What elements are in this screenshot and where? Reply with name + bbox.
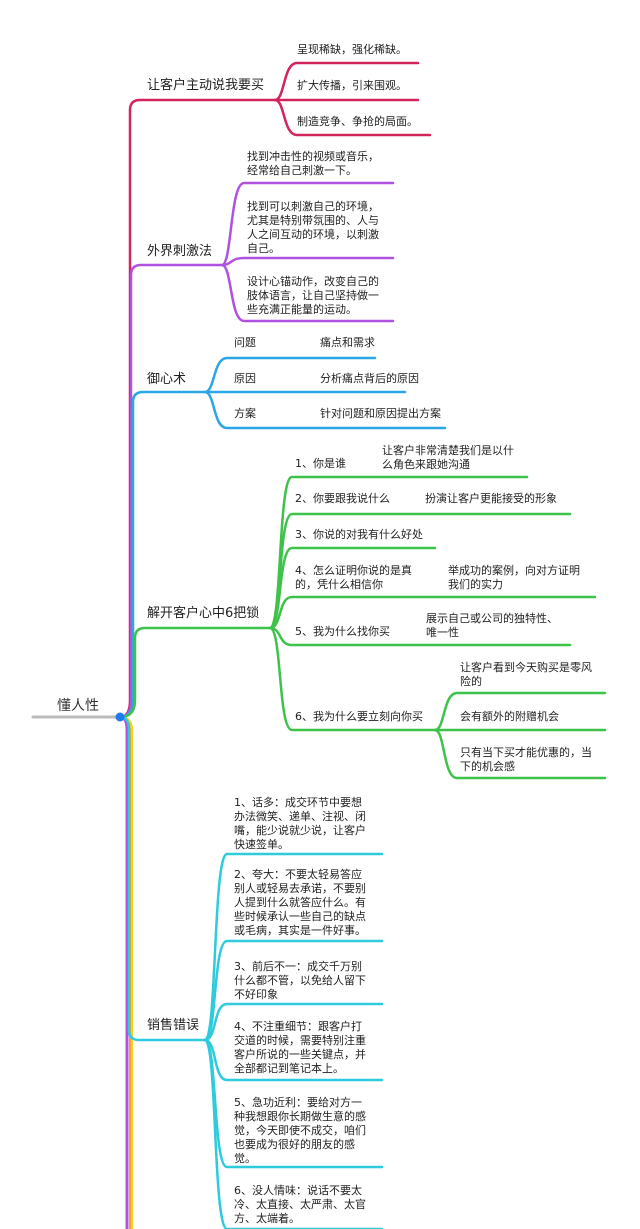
- leaf-node[interactable]: 找到冲击性的视频或音乐， 经常给自己刺激一下。: [247, 150, 379, 177]
- sub-node[interactable]: 4、怎么证明你说的是真 的，凭什么相信你: [295, 564, 412, 591]
- leaf-node[interactable]: 分析痛点背后的原因: [320, 372, 419, 385]
- sub-node[interactable]: 3、你说的对我有什么好处: [295, 528, 423, 541]
- leaf-node[interactable]: 找到可以刺激自己的环境， 尤其是特别带氛围的、人与 人之间互动的环境，以刺激 自…: [247, 200, 379, 255]
- sub-node[interactable]: 6、我为什么要立刻向你买: [295, 710, 423, 723]
- leaf-node[interactable]: 让客户非常清楚我们是以什 么角色来跟她沟通: [382, 444, 514, 471]
- leaf-node[interactable]: 呈现稀缺，强化稀缺。: [297, 43, 407, 56]
- leaf-node[interactable]: 制造竞争、争抢的局面。: [297, 115, 418, 128]
- leaf-node[interactable]: 4、不注重细节：跟客户打 交道的时候，需要特别注重 客户所说的一些关键点，并 全…: [234, 1020, 366, 1075]
- branch-cyan-connectors: [118, 715, 384, 1229]
- leaf-node[interactable]: 3、前后不一：成交千万别 什么都不管，以免给人留下 不好印象: [234, 960, 366, 1001]
- leaf-node[interactable]: 让客户看到今天购买是零风 险的: [460, 661, 592, 688]
- root-dot[interactable]: [115, 712, 125, 722]
- leaf-node[interactable]: 5、急功近利：要给对方一 种我想跟你长期做生意的感 觉，今天即使不成交，咱们 也…: [234, 1096, 366, 1165]
- leaf-node[interactable]: 只有当下买才能优惠的，当 下的机会感: [460, 746, 592, 773]
- leaf-node[interactable]: 展示自己或公司的独特性、 唯一性: [426, 612, 558, 639]
- sub-node[interactable]: 5、我为什么找你买: [295, 625, 390, 638]
- leaf-node[interactable]: 6、没人情味：说话不要太 冷、太直接、太严肃、太官 方、太端着。: [234, 1184, 366, 1225]
- branch-node[interactable]: 御心术: [147, 372, 187, 387]
- sub-node[interactable]: 2、你要跟我说什么: [295, 492, 390, 505]
- root-node[interactable]: 懂人性: [57, 698, 99, 714]
- leaf-node[interactable]: 2、夸大：不要太轻易答应 别人或轻易去承诺，不要别 人提到什么就答应什么。有 些…: [234, 868, 366, 937]
- leaf-node[interactable]: 扮演让客户更能接受的形象: [425, 492, 557, 505]
- sub-node[interactable]: 问题: [234, 336, 256, 349]
- branch-node[interactable]: 解开客户心中6把锁: [147, 606, 260, 621]
- leaf-node[interactable]: 会有额外的附赠机会: [460, 710, 559, 723]
- branch-node[interactable]: 外界刺激法: [147, 244, 213, 259]
- branch-node[interactable]: 销售错误: [147, 1018, 200, 1033]
- leaf-node[interactable]: 痛点和需求: [320, 336, 375, 349]
- sub-node[interactable]: 方案: [234, 407, 256, 420]
- connector-offscreen-purple: [118, 715, 129, 1229]
- sub-node[interactable]: 1、你是谁: [295, 457, 346, 470]
- leaf-node[interactable]: 扩大传播，引来围观。: [297, 79, 407, 92]
- branch-green-connectors: [118, 475, 607, 780]
- leaf-node[interactable]: 1、话多：成交环节中要想 办法微笑、递单、注视、闭 嘴，能少说就少说，让客户 快…: [234, 796, 366, 851]
- leaf-node[interactable]: 设计心锚动作，改变自己的 肢体语言，让自己坚持做一 些充满正能量的运动。: [247, 275, 379, 316]
- leaf-node[interactable]: 针对问题和原因提出方案: [320, 407, 441, 420]
- branch-node[interactable]: 让客户主动说我要买: [147, 78, 265, 93]
- leaf-node[interactable]: 举成功的案例，向对方证明 我们的实力: [448, 564, 580, 591]
- sub-node[interactable]: 原因: [234, 372, 256, 385]
